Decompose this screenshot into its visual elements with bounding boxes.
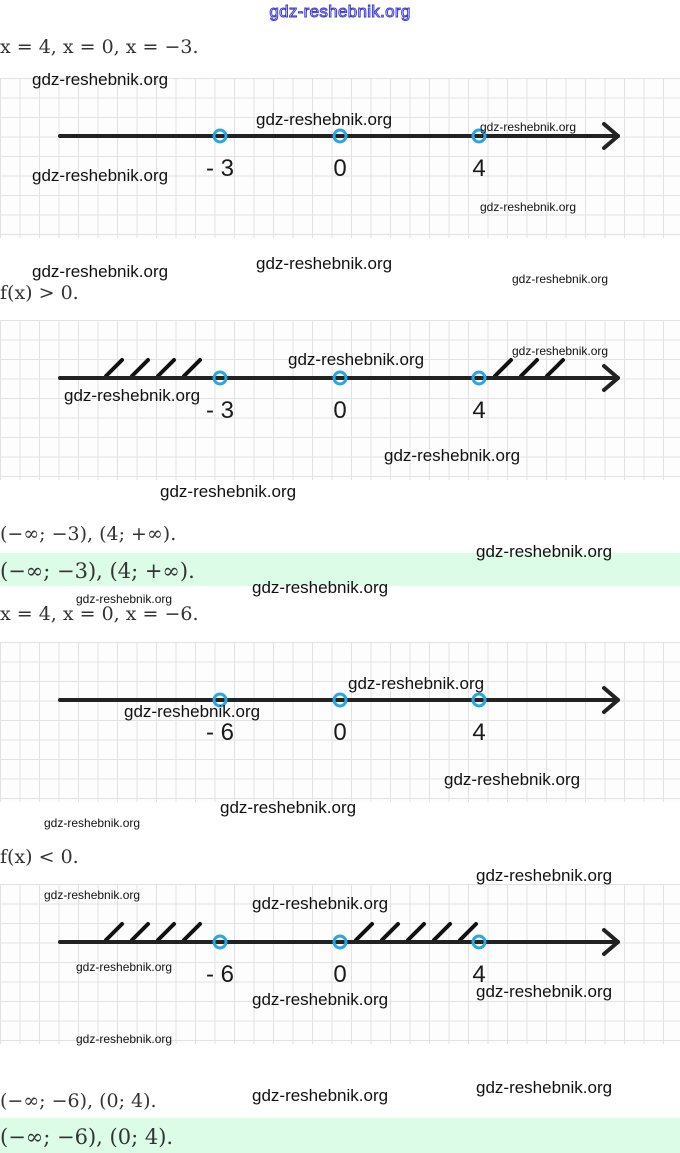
watermark: gdz-reshebnik.org [124,702,261,721]
tick-label: 4 [472,719,485,746]
hatch-mark [104,358,124,378]
watermark: gdz-reshebnik.org [444,770,581,789]
solution-line-1: (−∞; −3), (4; +∞). [0,523,177,545]
watermark: gdz-reshebnik.org [76,592,173,606]
tick-label: - 6 [206,961,234,988]
axis-arrow-icon [602,364,620,392]
watermark: gdz-reshebnik.org [256,110,393,129]
condition-1: f(x) > 0. [0,282,79,304]
tick-label: 0 [333,397,346,424]
watermark: gdz-reshebnik.org [348,674,485,693]
roots-line-1: x = 4, x = 0, x = −3. [0,36,199,58]
watermark: gdz-reshebnik.org [76,1032,173,1046]
watermark: gdz-reshebnik.org [32,70,169,89]
tick-label: 0 [333,719,346,746]
axis-arrow-icon [602,928,620,956]
watermark: gdz-reshebnik.org [476,542,613,561]
tick-label: 4 [472,155,485,182]
hatch-mark [104,922,124,942]
hatch-mark [156,922,176,942]
header-watermark[interactable]: gdz-reshebnik.org [269,2,411,22]
number-line-roots-1: - 3 0 4 [0,78,680,238]
answer-1: (−∞; −3), (4; +∞). [0,559,195,583]
point-circle [332,934,348,950]
watermark: gdz-reshebnik.org [256,254,393,273]
solution-line-2: (−∞; −6), (0; 4). [0,1090,157,1112]
watermark: gdz-reshebnik.org [252,1086,389,1105]
point-circle [471,128,487,144]
watermark: gdz-reshebnik.org [160,482,297,501]
point-circle [471,934,487,950]
point-circle [332,370,348,386]
roots-line-2: x = 4, x = 0, x = −6. [0,603,199,625]
hatch-mark [130,358,150,378]
hatch-mark [182,922,202,942]
watermark: gdz-reshebnik.org [220,798,357,817]
watermark: gdz-reshebnik.org [44,816,141,830]
number-line-positive: - 3 0 4 [0,320,680,480]
watermark: gdz-reshebnik.org [32,166,169,185]
hatch-mark [130,922,150,942]
watermark: gdz-reshebnik.org [252,990,389,1009]
watermark: gdz-reshebnik.org [480,120,577,134]
hatch-mark [380,922,400,942]
answer-box-1: (−∞; −3), (4; +∞). [0,553,680,586]
number-line-negative: - 6 0 4 [0,884,680,1044]
number-line-svg: - 6 0 4 [58,922,620,988]
hatch-mark [519,358,539,378]
hatch-mark [406,922,426,942]
point-circle [212,370,228,386]
watermark: gdz-reshebnik.org [512,272,609,286]
watermark: gdz-reshebnik.org [32,262,169,281]
hatch-mark [458,922,478,942]
answer-2: (−∞; −6), (0; 4). [0,1125,174,1149]
watermark: gdz-reshebnik.org [76,960,173,974]
tick-label: 0 [333,155,346,182]
watermark: gdz-reshebnik.org [252,894,389,913]
watermark: gdz-reshebnik.org [252,578,389,597]
hatch-mark [156,358,176,378]
tick-label: - 3 [206,397,234,424]
number-line-svg: - 3 0 4 [58,122,620,182]
hatch-mark [545,358,565,378]
tick-label: 4 [472,961,485,988]
watermark: gdz-reshebnik.org [288,350,425,369]
axis-arrow-icon [602,686,620,714]
watermark: gdz-reshebnik.org [476,982,613,1001]
point-circle [212,934,228,950]
number-line-svg: - 3 0 4 [58,358,620,424]
hatch-mark [182,358,202,378]
point-circle [212,692,228,708]
number-line-roots-2: - 6 0 4 [0,642,680,802]
watermark: gdz-reshebnik.org [64,386,201,405]
point-circle [212,128,228,144]
number-line-svg: - 6 0 4 [58,686,620,746]
tick-label: 0 [333,961,346,988]
tick-label: 4 [472,397,485,424]
hatch-mark [493,358,513,378]
watermark: gdz-reshebnik.org [512,344,609,358]
condition-2: f(x) < 0. [0,846,79,868]
point-circle [332,128,348,144]
hatch-mark [432,922,452,942]
point-circle [471,692,487,708]
answer-box-2: (−∞; −6), (0; 4). [0,1118,680,1153]
watermark: gdz-reshebnik.org [44,888,141,902]
point-circle [332,692,348,708]
watermark: gdz-reshebnik.org [476,1078,613,1097]
tick-label: - 6 [206,719,234,746]
axis-arrow-icon [602,122,620,150]
watermark: gdz-reshebnik.org [384,446,521,465]
hatch-mark [354,922,374,942]
point-circle [471,370,487,386]
watermark: gdz-reshebnik.org [476,866,613,885]
tick-label: - 3 [206,155,234,182]
watermark: gdz-reshebnik.org [480,200,577,214]
